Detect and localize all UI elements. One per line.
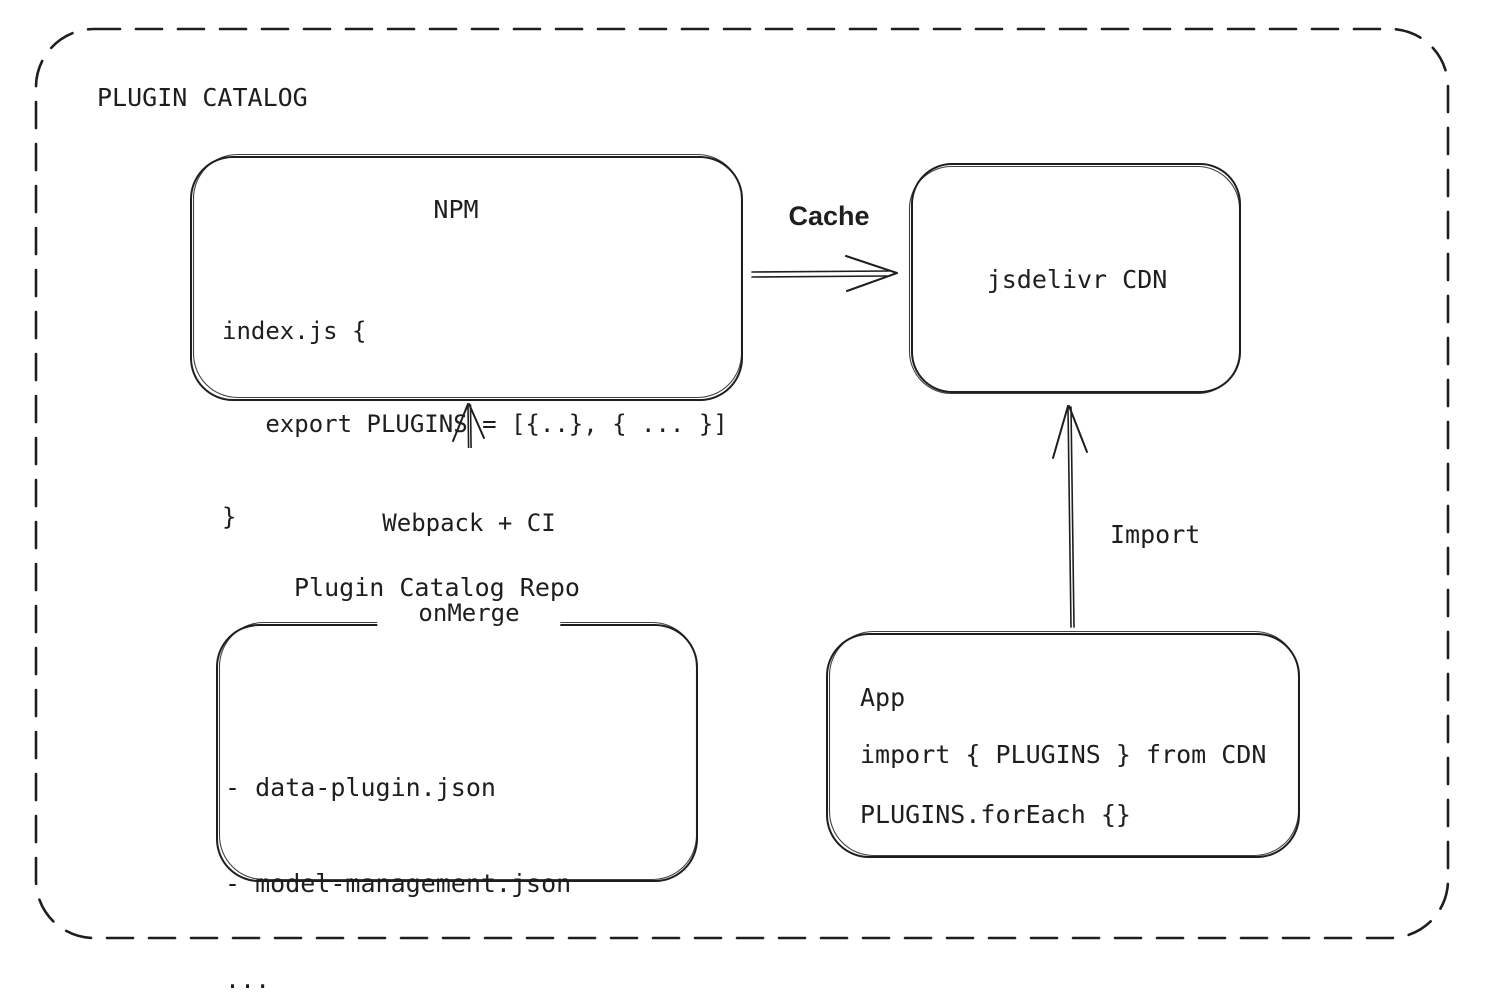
import-arrow [1052,405,1088,628]
cache-arrow [751,255,898,292]
repo-file-item: - model-management.json [225,869,572,898]
import-arrow-shaft-double [1070,406,1075,628]
cache-arrow-head [845,255,898,292]
app-code-line: PLUGINS.forEach {} [860,800,1131,829]
cdn-label: jsdelivr CDN [986,265,1168,294]
cdn-box-sketch-line [908,165,1241,395]
diagram-title: PLUGIN CATALOG [97,83,308,112]
import-arrow-label: Import [1110,520,1201,549]
app-title: App [860,683,906,712]
webpack-arrow-sublabel: onMerge [418,599,520,627]
repo-label: Plugin Catalog Repo [294,573,580,602]
cache-arrow-shaft-top [751,270,890,273]
import-arrow-head-left [1052,405,1069,459]
npm-code-line: index.js { [222,317,367,345]
app-box-sketch-line [828,630,1300,857]
npm-code-block: index.js { export PLUGINS = [{..}, { ...… [222,254,728,595]
npm-code-line: export PLUGINS = [{..}, { ... }] [222,410,728,438]
webpack-arrow-label: Webpack + CI [382,509,556,537]
webpack-arrow-label-block: Webpack + CI onMerge [377,448,561,688]
npm-title: NPM [433,195,479,224]
npm-box-sketch-line [192,153,743,399]
repo-file-list: - data-plugin.json - model-management.js… [225,708,571,1002]
import-arrow-head-right [1068,405,1088,453]
repo-file-item: ... [225,965,271,994]
plugin-catalog-boundary [34,27,1450,940]
cache-arrow-shaft-bottom [751,275,888,278]
app-code-line: import { PLUGINS } from CDN [860,740,1267,769]
webpack-arrow-head-left [452,403,469,442]
cache-arrow-label: Cache [788,201,870,231]
webpack-arrow-head-right [468,403,485,439]
repo-file-item: - data-plugin.json [225,773,496,802]
npm-code-line: } [222,503,237,531]
import-arrow-shaft [1067,406,1072,628]
